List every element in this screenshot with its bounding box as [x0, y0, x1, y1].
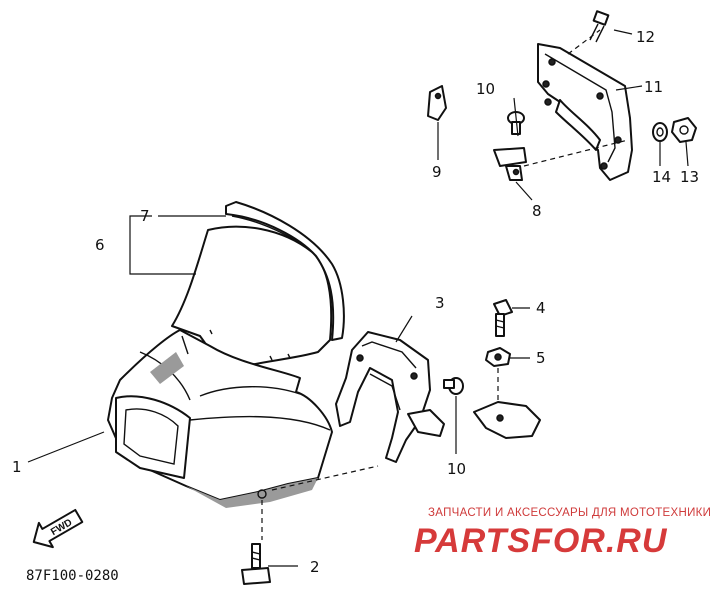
callout-2: 2 [310, 558, 320, 576]
callouts: 1 2 3 4 5 6 7 8 9 10 10 11 12 13 14 [12, 28, 699, 576]
nut-5 [485, 347, 511, 367]
windshield [171, 201, 345, 373]
callout-10-lower: 10 [447, 460, 466, 478]
callout-8: 8 [532, 202, 542, 220]
callout-14: 14 [652, 168, 671, 186]
fwd-arrow-icon: FWD [32, 508, 84, 549]
callout-4: 4 [536, 299, 546, 317]
callout-5: 5 [536, 349, 546, 367]
watermark: ЗАПЧАСТИ И АКСЕССУАРЫ ДЛЯ МОТОТЕХНИКИ PA… [414, 507, 711, 560]
watermark-tagline: ЗАПЧАСТИ И АКСЕССУАРЫ ДЛЯ МОТОТЕХНИКИ [428, 507, 711, 519]
callout-9: 9 [432, 163, 442, 181]
bolt-12 [589, 10, 610, 43]
callout-10-upper: 10 [476, 80, 495, 98]
nut-13 [671, 117, 697, 143]
part-code: 87F100-0280 [26, 568, 119, 584]
callout-6: 6 [95, 236, 105, 254]
screw-10-lower [443, 377, 464, 395]
watermark-brand: PARTSFOR.RU [414, 522, 668, 560]
leader-lines [27, 29, 689, 567]
bracket-assembly [537, 43, 633, 181]
callout-13: 13 [680, 168, 699, 186]
callout-7: 7 [140, 207, 150, 225]
callout-12: 12 [636, 28, 655, 46]
front-cowl [107, 329, 333, 508]
callout-11: 11 [644, 78, 663, 96]
callout-3: 3 [435, 294, 445, 312]
clamp-8 [493, 147, 527, 181]
washer-14 [652, 122, 668, 142]
bolt-4 [493, 299, 513, 337]
mount-stay [335, 331, 445, 463]
lower-plate [473, 401, 541, 439]
clip-9 [427, 85, 447, 121]
bolt-2 [241, 543, 271, 585]
callout-1: 1 [12, 458, 22, 476]
